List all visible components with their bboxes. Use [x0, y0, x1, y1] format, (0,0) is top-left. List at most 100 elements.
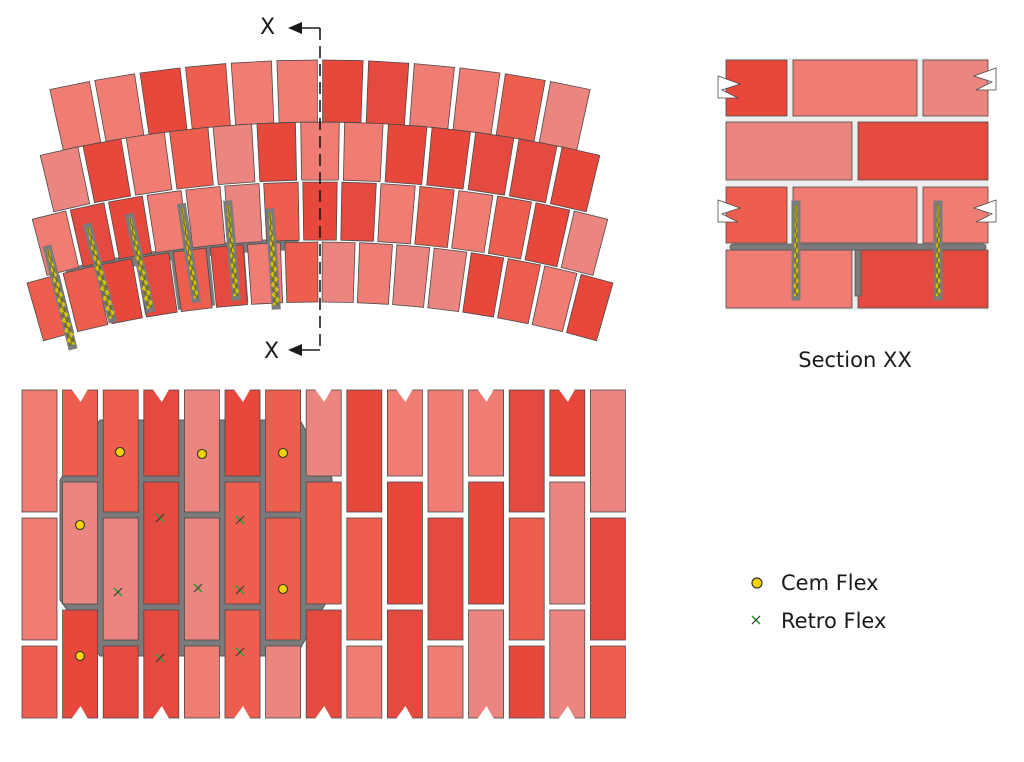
- retro-flex-marker-icon: [751, 615, 761, 625]
- retro-flex-marker: [155, 513, 165, 523]
- wall-brick-repaired: [224, 481, 261, 605]
- wall-brick: [21, 645, 58, 719]
- arch-helical-tie: [124, 212, 156, 314]
- wall-brick: [549, 609, 586, 719]
- wall-brick-repaired: [265, 645, 302, 719]
- wall-brick-repaired: [224, 389, 261, 477]
- wall-brick-repaired: [102, 517, 139, 641]
- wall-tie-markers: [74, 446, 289, 663]
- wall-brick: [427, 517, 464, 641]
- cem-flex-marker: [114, 446, 126, 458]
- wall-brick-repaired: [224, 609, 261, 719]
- section-brick: [922, 59, 989, 117]
- arch-brick: [322, 59, 364, 124]
- arch-helical-tie: [42, 244, 78, 351]
- arch-brick: [392, 244, 431, 308]
- arch-brick: [300, 121, 340, 181]
- wall-brick: [427, 389, 464, 513]
- wall-brick: [21, 517, 58, 641]
- arch-brick: [185, 185, 226, 249]
- section-line-xx: X X: [260, 15, 321, 364]
- retro-flex-marker: [235, 515, 245, 525]
- arch-brick: [497, 258, 541, 325]
- wall-brick: [346, 389, 383, 513]
- arch-brick: [256, 121, 298, 183]
- legend-item-cem-flex: Cem Flex: [751, 571, 879, 595]
- arch-brick: [62, 265, 109, 333]
- wall-brick-repaired: [62, 481, 98, 605]
- arch-brick: [538, 81, 591, 151]
- arch-brick: [212, 123, 256, 186]
- arch-brick: [566, 273, 614, 342]
- arch-brick: [452, 67, 501, 135]
- wall-brick: [549, 481, 586, 605]
- arch-brick: [487, 195, 532, 260]
- arch-brick: [427, 247, 468, 313]
- arch-brick: [276, 59, 318, 124]
- section-mark-bottom: X: [264, 339, 279, 364]
- arch-brick: [384, 123, 428, 186]
- legend-item-retro-flex: Retro Flex: [751, 609, 886, 633]
- arch-brick: [426, 126, 471, 190]
- section-brick: [792, 59, 918, 117]
- section-helical-tie: [791, 200, 801, 301]
- wall-brick: [508, 389, 545, 513]
- wall-brick: [590, 517, 626, 641]
- wall-brick: [346, 517, 383, 641]
- wall-brick: [305, 481, 342, 605]
- wall-brick-repaired: [143, 481, 180, 605]
- cem-flex-marker: [277, 583, 289, 595]
- section-brick: [725, 186, 788, 244]
- arch-helical-ties: [42, 200, 281, 351]
- wall-brick-repaired: [102, 389, 139, 513]
- arch-brick: [342, 121, 384, 183]
- arch-brick: [462, 252, 505, 318]
- wall-brick-repaired: [183, 645, 220, 719]
- cem-flex-marker: [196, 448, 208, 460]
- cem-flex-marker: [74, 650, 86, 662]
- arch-brick: [467, 131, 515, 196]
- arch-helical-tie: [265, 208, 281, 310]
- section-helical-tie: [933, 200, 943, 301]
- wall-brick: [386, 389, 423, 477]
- retro-flex-marker: [235, 585, 245, 595]
- wall-elevation: [21, 388, 626, 720]
- arch-helical-tie: [176, 202, 202, 304]
- arch-brick: [508, 138, 558, 204]
- arch-brick: [230, 60, 275, 126]
- wall-brick-repaired: [62, 609, 98, 719]
- cem-flex-marker: [277, 447, 289, 459]
- cem-flex-marker: [74, 519, 86, 531]
- wall-brick-repaired: [143, 609, 180, 719]
- retro-flex-marker: [235, 647, 245, 657]
- arch-brick: [560, 210, 609, 276]
- arch-brick: [451, 190, 494, 254]
- arch-helical-tie: [223, 200, 241, 301]
- arch-helical-tie: [82, 222, 118, 324]
- wall-brick: [305, 389, 342, 477]
- arch-brick: [39, 146, 91, 213]
- section-brick: [922, 186, 989, 244]
- section-brick: [857, 249, 989, 309]
- arch-elevation: [26, 59, 614, 351]
- wall-brick: [590, 645, 626, 719]
- arch-brick: [125, 131, 173, 196]
- arch-brick: [94, 73, 145, 142]
- legend-label-retro-flex: Retro Flex: [781, 609, 886, 633]
- section-brick: [725, 249, 853, 309]
- wall-brick-repaired: [183, 517, 220, 641]
- wall-brick-repaired: [102, 645, 139, 719]
- arch-brick: [531, 265, 578, 333]
- wall-brick: [305, 609, 342, 719]
- wall-brick: [549, 389, 586, 477]
- wall-brick: [21, 389, 58, 513]
- arch-brick: [356, 242, 393, 305]
- arch-brick: [549, 146, 601, 213]
- wall-brick: [508, 517, 545, 641]
- wall-brick: [427, 645, 464, 719]
- wall-brick-repaired: [143, 389, 180, 477]
- wall-brick: [508, 645, 545, 719]
- wall-bricks: [21, 388, 626, 720]
- cem-flex-marker-icon: [751, 577, 763, 589]
